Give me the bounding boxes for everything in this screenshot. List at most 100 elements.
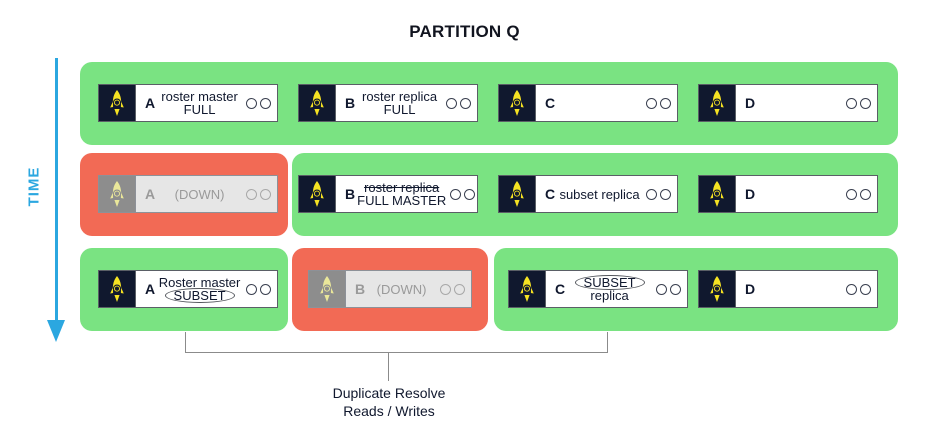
node-row1-b[interactable]: B roster replica FULL [298,84,478,122]
node-letter: B [345,95,356,111]
bracket-caption-line1: Duplicate Resolve [332,385,446,401]
node-body: C [536,85,677,121]
status-dot-2 [454,283,465,295]
rocket-icon [99,176,136,212]
status-dot-2 [670,283,681,295]
node-text-line2-ellipsed: SUBSET [164,287,235,304]
node-status-text: (DOWN) [174,186,225,202]
node-letter: B [355,281,366,297]
rocket-icon [699,271,736,307]
node-row3-a[interactable]: A Roster master SUBSET [98,270,278,308]
node-text: subset replica [559,186,640,202]
status-dot-1 [846,97,857,109]
node-text-line1-wrap: SUBSET [567,274,652,291]
node-body: A roster master FULL [136,85,277,121]
node-text-line2: replica [590,288,629,303]
node-text-line1-ellipsed: SUBSET [574,274,645,291]
node-body: D [736,271,877,307]
node-text-line2-wrap: SUBSET [157,287,242,304]
node-text-line2: FULL MASTER [357,193,447,208]
node-row2-b[interactable]: B roster replica FULL MASTER [298,175,478,213]
status-dot-icon [846,283,871,295]
time-axis-line [55,58,58,326]
node-letter: C [545,186,556,202]
node-text-line1: Roster master [158,274,241,290]
node-text: Roster master SUBSET [155,274,244,304]
bracket-right-tick [607,332,608,353]
rocket-icon [99,85,136,121]
node-body: C SUBSET replica [546,271,687,307]
node-letter: D [745,95,756,111]
node-body: B roster replica FULL [336,85,477,121]
node-row3-c[interactable]: C SUBSET replica [508,270,688,308]
status-dot-1 [646,188,657,200]
node-text: roster replica FULL MASTER [355,179,448,208]
status-dot-2 [460,97,471,109]
status-dot-2 [660,188,671,200]
status-dot-1 [450,188,462,200]
node-body: D [736,85,877,121]
bracket-bar [185,352,608,353]
status-dot-icon [440,283,465,295]
node-row2-d[interactable]: D [698,175,878,213]
status-dot-2 [464,188,476,200]
node-text: SUBSET replica [565,274,654,303]
status-dot-2 [260,97,271,109]
status-dot-1 [446,97,457,109]
rocket-icon [699,85,736,121]
node-letter: D [745,281,756,297]
status-dot-icon [246,188,271,200]
node-row3-b[interactable]: B (DOWN) [308,270,472,308]
status-dot-2 [860,188,871,200]
status-dot-2 [660,97,671,109]
bracket-caption-line2: Reads / Writes [343,402,435,419]
status-dot-1 [646,97,657,109]
status-dot-icon [846,188,871,200]
rocket-icon [499,85,536,121]
node-letter: C [545,95,556,111]
status-dot-icon [446,97,471,109]
node-row1-c[interactable]: C [498,84,678,122]
node-text: roster replica FULL [355,88,444,117]
node-body: C subset replica [536,176,677,212]
status-dot-2 [860,283,871,295]
rocket-icon [499,176,536,212]
bracket-caption: Duplicate Resolve Reads / Writes [248,385,530,420]
status-dot-2 [260,283,271,295]
status-dot-icon [846,97,871,109]
time-axis-label: TIME [25,166,43,207]
status-dot-icon [646,97,671,109]
node-row2-a[interactable]: A (DOWN) [98,175,278,213]
status-dot-1 [846,188,857,200]
status-dot-1 [246,97,257,109]
status-dot-1 [656,283,667,295]
status-dot-2 [260,188,271,200]
node-text-line2: FULL [383,102,416,117]
node-letter: D [745,186,756,202]
bracket [185,332,608,353]
rocket-icon [509,271,546,307]
status-dot-1 [846,283,857,295]
status-dot-icon [246,283,271,295]
node-row3-d[interactable]: D [698,270,878,308]
node-text-line2: FULL [183,102,216,117]
rocket-icon [299,85,336,121]
node-body: B roster replica FULL MASTER [336,176,477,212]
status-dot-2 [860,97,871,109]
node-letter: A [145,186,156,202]
rocket-icon [309,271,346,307]
node-row2-c[interactable]: C subset replica [498,175,678,213]
node-text-line1-struck: roster replica [364,179,440,195]
node-text: roster master FULL [155,89,244,117]
rocket-icon [699,176,736,212]
node-body: A (DOWN) [136,176,277,212]
node-text-line1: roster replica [361,88,438,104]
status-dot-icon [656,283,681,295]
node-row1-d[interactable]: D [698,84,878,122]
node-row1-a[interactable]: A roster master FULL [98,84,278,122]
status-dot-icon [450,188,476,200]
node-letter: A [145,95,156,111]
node-body: B (DOWN) [346,271,471,307]
time-axis: TIME [22,58,82,348]
